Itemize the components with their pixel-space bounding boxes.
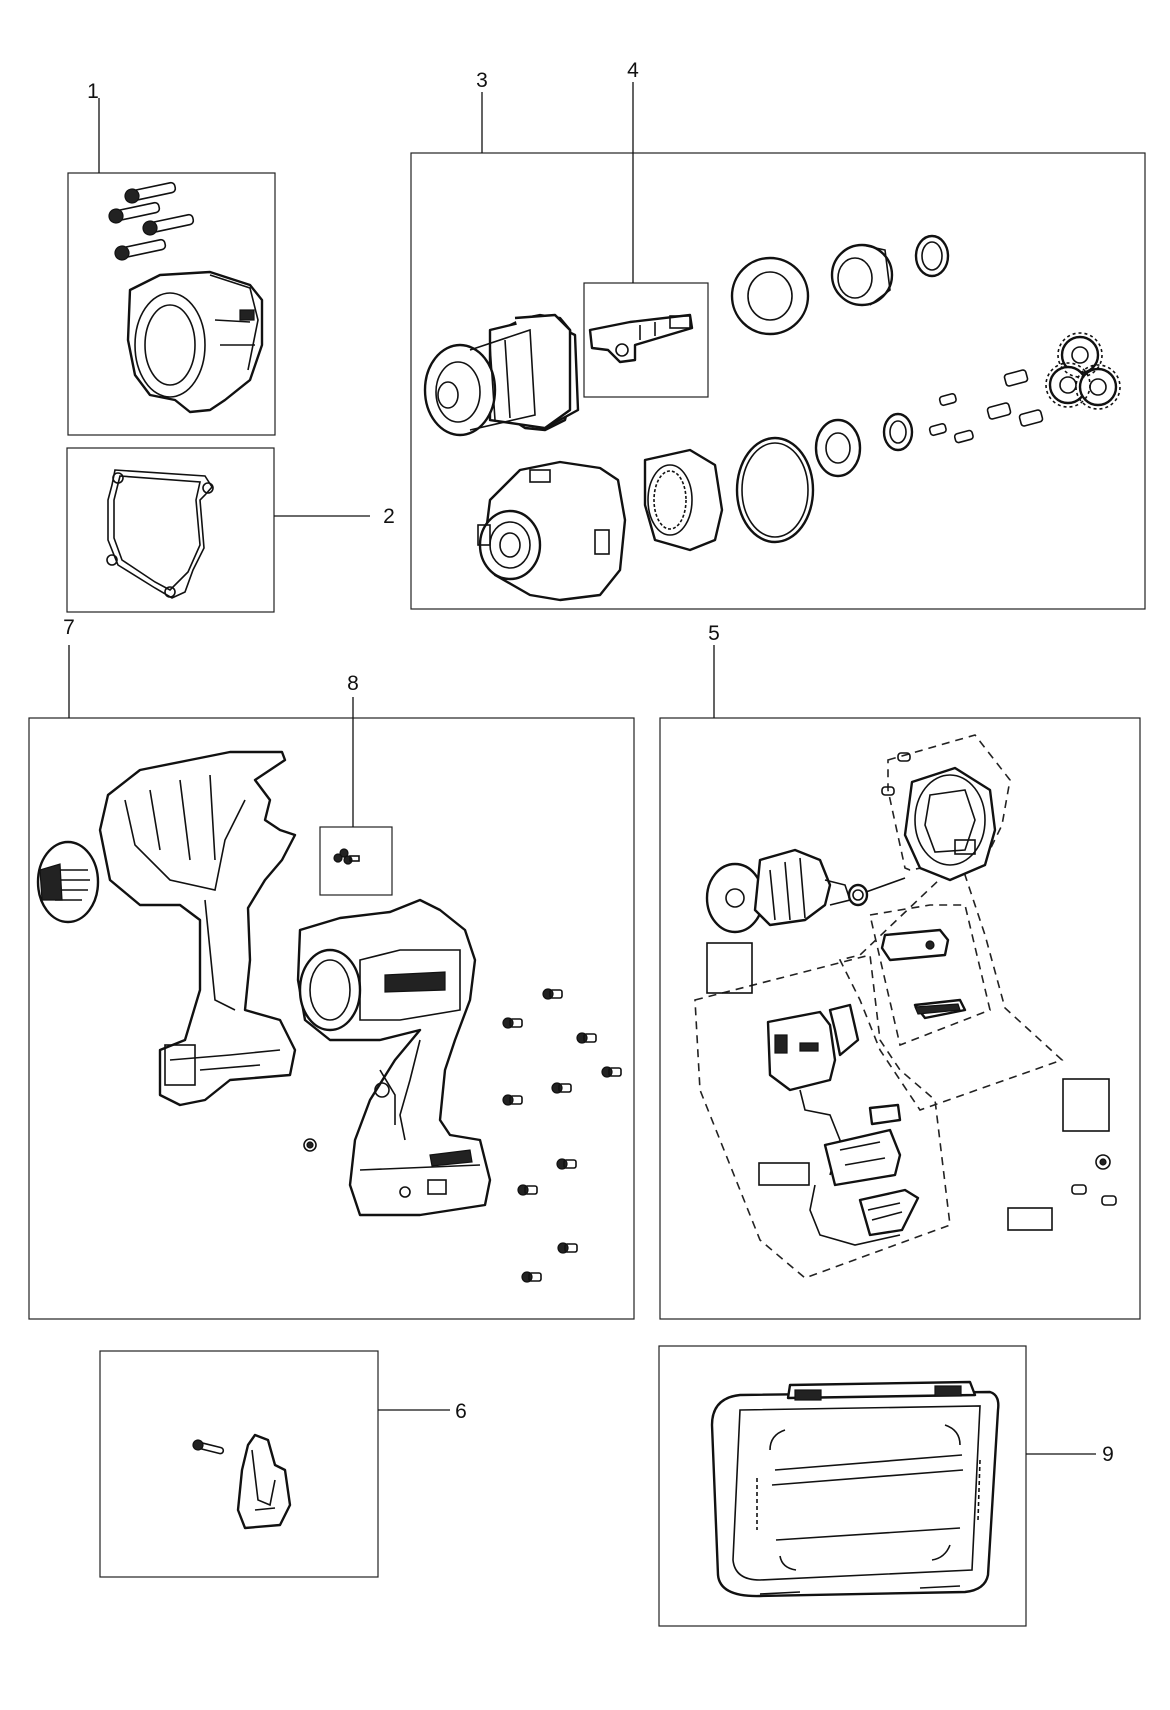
trigger-switch-icon [766, 1003, 920, 1246]
carry-case-icon [710, 1380, 1000, 1598]
screw-icon [303, 988, 622, 1283]
part-box-8 [319, 826, 393, 896]
part-box-9 [658, 1345, 1027, 1627]
part-group-9[interactable]: 9 [658, 1345, 1114, 1627]
callout-label-5: 5 [708, 622, 720, 645]
part-group-7[interactable]: 7 [28, 616, 635, 1320]
screw-icon [333, 848, 360, 865]
callout-label-7: 7 [63, 616, 75, 639]
part-group-8[interactable]: 8 [319, 672, 393, 896]
callout-label-8: 8 [347, 672, 359, 695]
callout-label-4: 4 [627, 59, 639, 82]
part-group-6[interactable]: 6 [99, 1350, 467, 1578]
part-box-1 [67, 172, 276, 436]
part-box-5 [659, 717, 1141, 1320]
callout-label-1: 1 [87, 80, 99, 103]
part-group-1[interactable]: 1 [67, 80, 276, 436]
callout-label-6: 6 [455, 1400, 467, 1423]
part-box-3 [410, 152, 1146, 610]
part-group-4[interactable]: 4 [583, 59, 709, 398]
callout-label-2: 2 [383, 505, 395, 528]
part-group-3[interactable]: 3 [410, 69, 1146, 610]
gearbox-assembly-icon [423, 234, 1121, 602]
clamshell-housing-icon [36, 750, 492, 1217]
led-board-icon [880, 928, 967, 1020]
part-group-2[interactable]: 2 [66, 447, 395, 613]
callout-label-3: 3 [476, 69, 488, 92]
part-box-6 [99, 1350, 379, 1578]
belt-clip-icon [192, 1433, 292, 1530]
anvil-icon [588, 313, 694, 364]
part-group-5[interactable]: 5 [659, 622, 1141, 1320]
part-box-4 [583, 282, 709, 398]
callout-label-9: 9 [1102, 1443, 1114, 1466]
screw-icon [1071, 1154, 1117, 1206]
nose-housing-icon [126, 270, 264, 414]
label-sticker-icon [706, 942, 1110, 1231]
brushless-motor-icon [705, 752, 997, 934]
gasket-icon [106, 469, 214, 599]
part-box-2 [66, 447, 275, 613]
screw-icon [108, 181, 195, 261]
part-box-7 [28, 717, 635, 1320]
